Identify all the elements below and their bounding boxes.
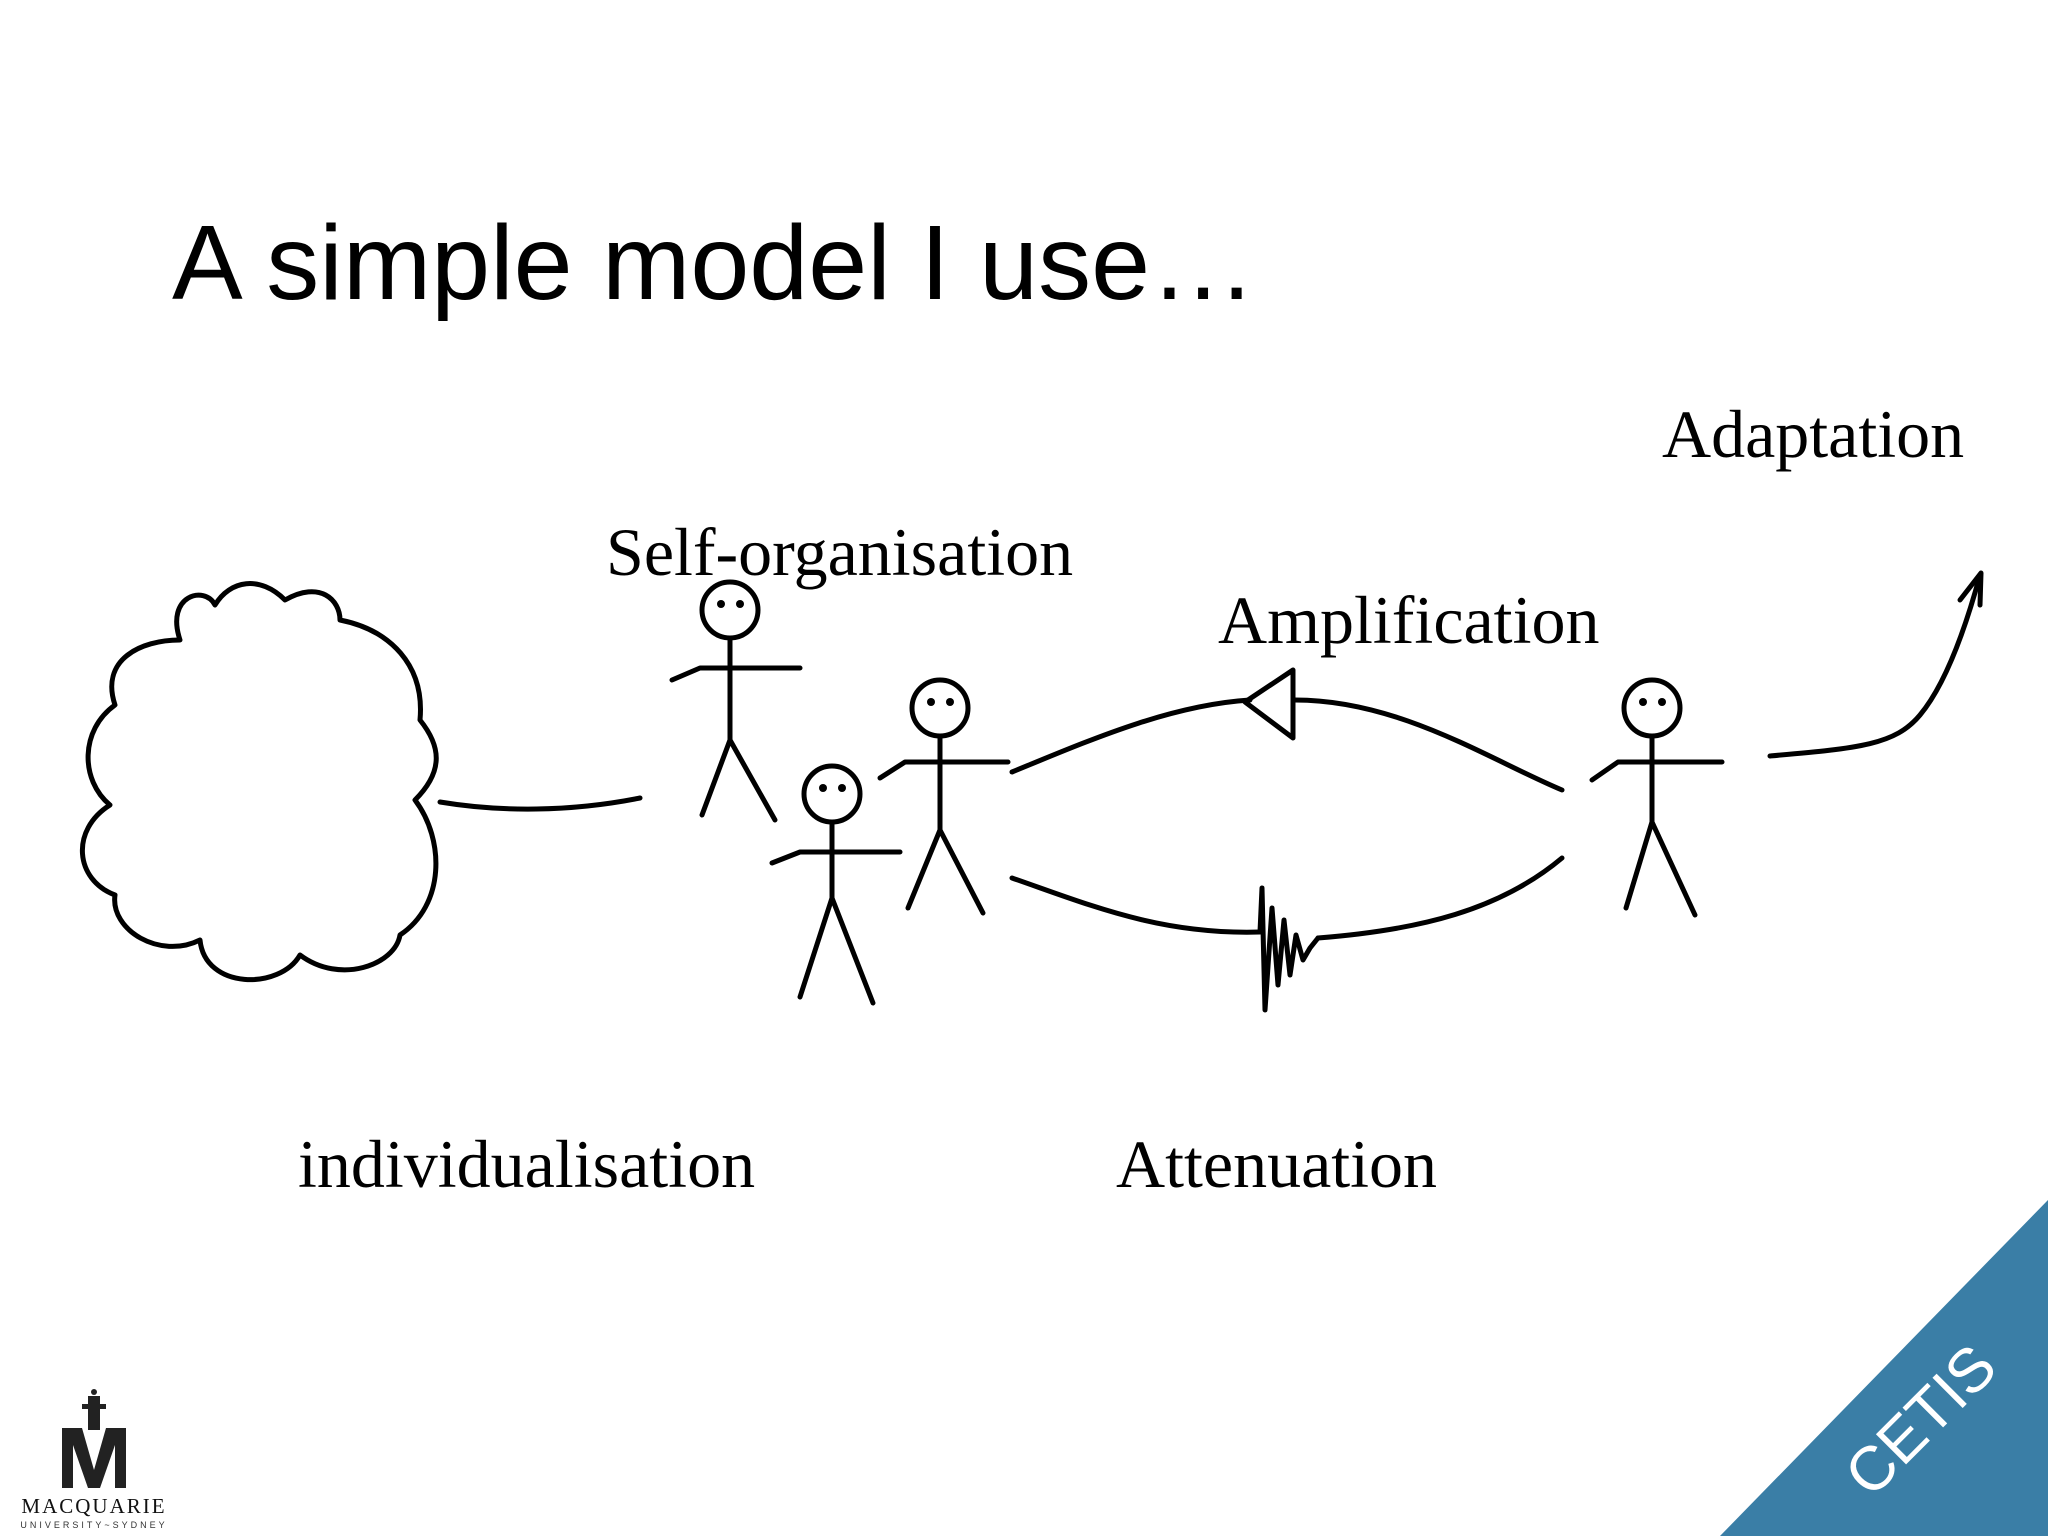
amplification-connector [1292,697,1565,793]
stick-figure-icon [1589,677,1725,918]
curved-arrow-icon [1957,570,1984,608]
stick-figure-icon [877,677,1011,916]
logo-name: MACQUARIE [21,1494,167,1518]
amplification-connector [1009,697,1253,775]
university-crest-icon [62,1389,126,1488]
cloud-icon [80,581,439,983]
attenuation-connector [1009,875,1263,935]
attenuation-connector [1315,855,1565,941]
curved-arrow-icon [1767,572,1983,759]
logo-subtitle: UNIVERSITY~SYDNEY [20,1520,168,1530]
slide-title: A simple model I use… [172,204,1257,322]
label-amplification: Amplification [1218,582,1600,658]
resistor-icon [1257,885,1321,1013]
connector-line [437,795,643,812]
label-attenuation: Attenuation [1116,1126,1438,1202]
triangle-arrow-icon [1242,667,1296,741]
label-self-organisation: Self-organisation [606,514,1074,590]
label-individualisation: individualisation [298,1126,756,1202]
stick-figure-icon [669,579,803,823]
corner-badge [1720,1200,2048,1536]
label-adaptation: Adaptation [1662,396,1965,472]
stick-figure-icon [769,763,903,1006]
